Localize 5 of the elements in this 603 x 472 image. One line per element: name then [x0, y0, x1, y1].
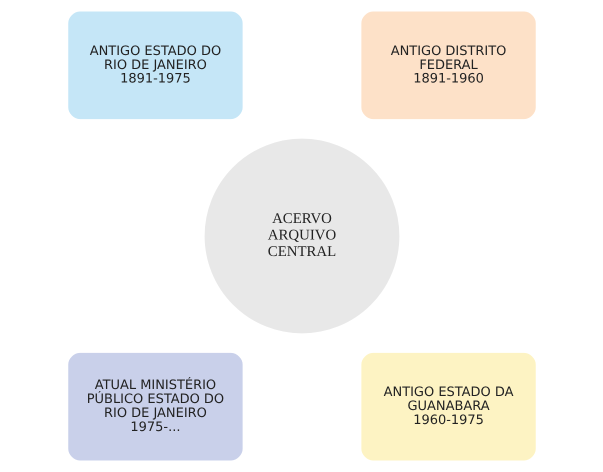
node-box: ANTIGO ESTADO DO RIO DE JANEIRO 1891-1975: [68, 12, 242, 120]
node-box: ANTIGO DISTRITO FEDERAL 1891-1960: [360, 12, 536, 120]
node-box: ATUAL MINISTÉRIO PÚBLICO ESTADO DO RIO DE JANEIRO 1975-...: [68, 352, 242, 460]
node-circle: ACERVO ARQUIVO CENTRAL: [204, 138, 399, 334]
node-box: ANTIGO ESTADO DA GUANABARA 1960-1975: [360, 352, 536, 460]
